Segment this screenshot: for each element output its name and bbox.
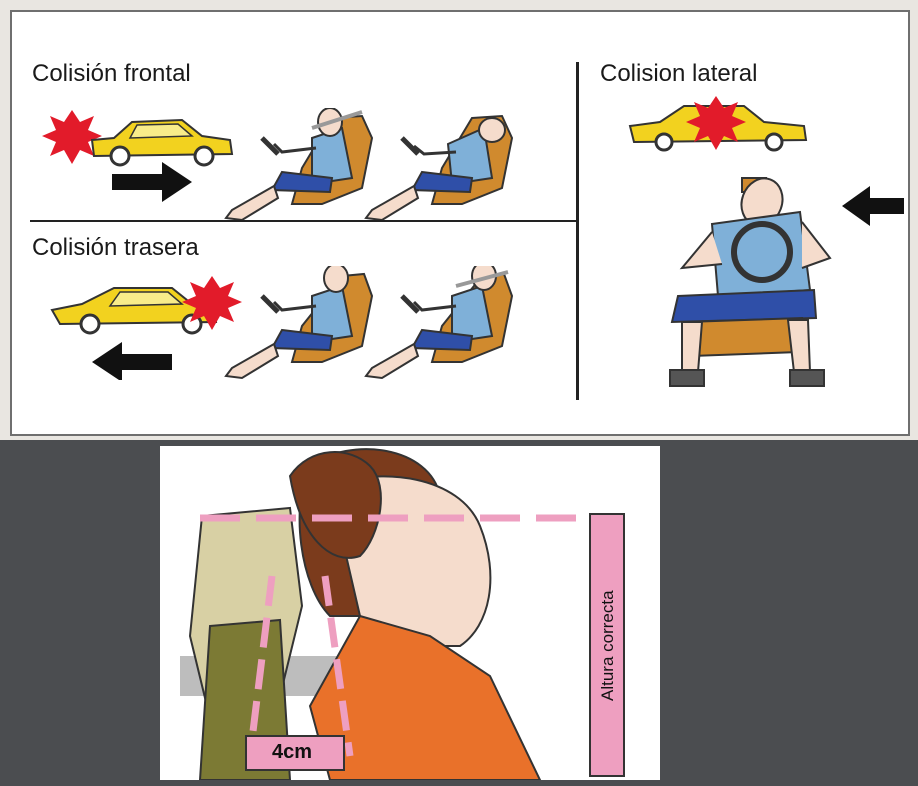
car-wheel: [111, 147, 129, 165]
collision-types-panel: Colisión frontal Colisión trasera: [10, 10, 910, 436]
side-collision-title: Colision lateral: [600, 60, 757, 88]
headrest-illustration: [160, 446, 660, 780]
vertical-divider: [576, 62, 579, 400]
headrest-distance-label: 4cm: [272, 741, 312, 764]
car-wheel: [195, 147, 213, 165]
car-wheel: [656, 134, 672, 150]
arrow-left-icon: [92, 342, 172, 380]
frontal-occupant-after: [352, 108, 532, 228]
arrow-left-icon: [842, 186, 904, 226]
correct-height-label: Altura correcta: [598, 591, 618, 701]
arrow-right-icon: [112, 162, 192, 202]
horizontal-divider: [30, 220, 578, 222]
side-car-illustration: [624, 94, 824, 174]
headrest-position-diagram: 4cm Altura correcta: [160, 446, 660, 780]
rear-collision-title: Colisión trasera: [32, 234, 199, 262]
car-wheel: [766, 134, 782, 150]
car-wheel: [81, 315, 99, 333]
rear-occupant-after: [352, 266, 532, 386]
frontal-collision-title: Colisión frontal: [32, 60, 191, 88]
side-occupant-illustration: [642, 172, 912, 402]
frontal-car-illustration: [32, 92, 242, 202]
